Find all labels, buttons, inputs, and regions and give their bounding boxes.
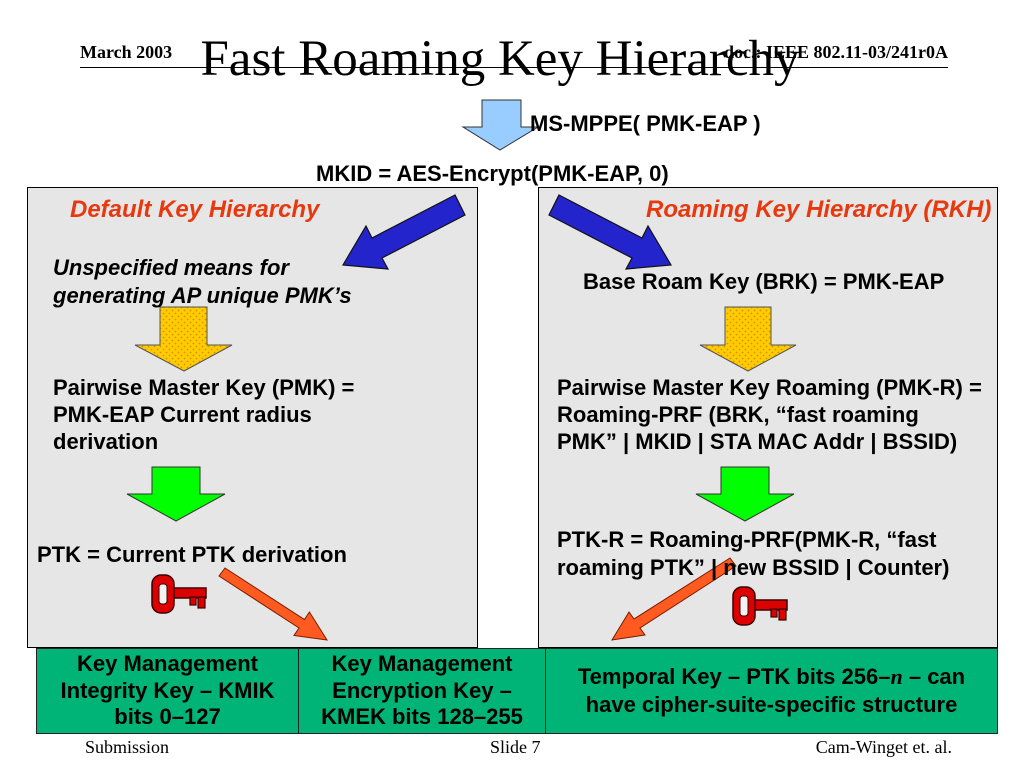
pmk-line: derivation [53,429,159,454]
pmk-source-line: Unspecified means for [53,255,289,280]
pmk-r-line: Pairwise Master Key Roaming (PMK-R) = [557,375,982,400]
mppe-down-arrow [461,99,540,151]
ptk-r-line: roaming PTK” | new BSSID | Counter) [557,555,950,580]
brk-label: Base Roam Key (BRK) = PMK-EAP [583,269,945,294]
mppe-label: MS-MPPE( PMK-EAP ) [530,111,761,136]
temporal-key-line: Temporal Key – PTK bits 256–n – can [578,663,965,691]
temporal-key-text: – can [902,664,966,689]
slide-title: Fast Roaming Key Hierarchy [200,31,800,87]
pmk-source-text: Unspecified means for generating AP uniq… [53,254,352,310]
kmek-line: KMEK bits 128–255 [321,704,523,730]
mkid-label: MKID = AES-Encrypt(PMK-EAP, 0) [316,161,669,186]
pmk-r-line: PMK” | MKID | STA MAC Addr | BSSID) [557,429,958,454]
footer-submission: Submission [85,737,170,757]
pmk-text: Pairwise Master Key (PMK) = PMK-EAP Curr… [53,374,354,455]
temporal-key-n: n [890,664,903,689]
pmk-r-text: Pairwise Master Key Roaming (PMK-R) = Ro… [557,374,982,455]
header-rule [80,67,948,68]
kmik-box: Key Management Integrity Key – KMIK bits… [36,648,299,734]
pmk-line: PMK-EAP Current radius [53,402,312,427]
kmik-line: Key Management [77,651,258,677]
temporal-key-line: have cipher-suite-specific structure [585,692,958,717]
header-doc-id: doc.: IEEE 802.11-03/241r0A [723,42,948,62]
kmek-line: Encryption Key – [332,677,512,703]
kmek-box: Key Management Encryption Key – KMEK bit… [298,648,546,734]
footer-slide-number: Slide 7 [490,737,541,757]
header-date: March 2003 [80,42,173,62]
roaming-hierarchy-title: Roaming Key Hierarchy (RKH) [646,196,992,223]
pmk-line: Pairwise Master Key (PMK) = [53,375,355,400]
kmek-line: Key Management [331,651,513,677]
kmik-line: bits 0–127 [114,704,221,730]
ptk-label: PTK = Current PTK derivation [37,542,347,567]
pmk-source-line: generating AP unique PMK’s [53,283,352,308]
default-hierarchy-title: Default Key Hierarchy [70,196,320,223]
ptk-r-line: PTK-R = Roaming-PRF(PMK-R, “fast [557,527,937,552]
ptk-r-text: PTK-R = Roaming-PRF(PMK-R, “fast roaming… [557,526,949,582]
footer-author: Cam-Winget et. al. [815,737,952,757]
pmk-r-line: Roaming-PRF (BRK, “fast roaming [557,402,919,427]
temporal-key-text: Temporal Key – PTK bits 256– [577,664,891,689]
temporal-key-box: Temporal Key – PTK bits 256–n – can have… [545,648,998,734]
kmik-line: Integrity Key – KMIK [60,677,275,703]
